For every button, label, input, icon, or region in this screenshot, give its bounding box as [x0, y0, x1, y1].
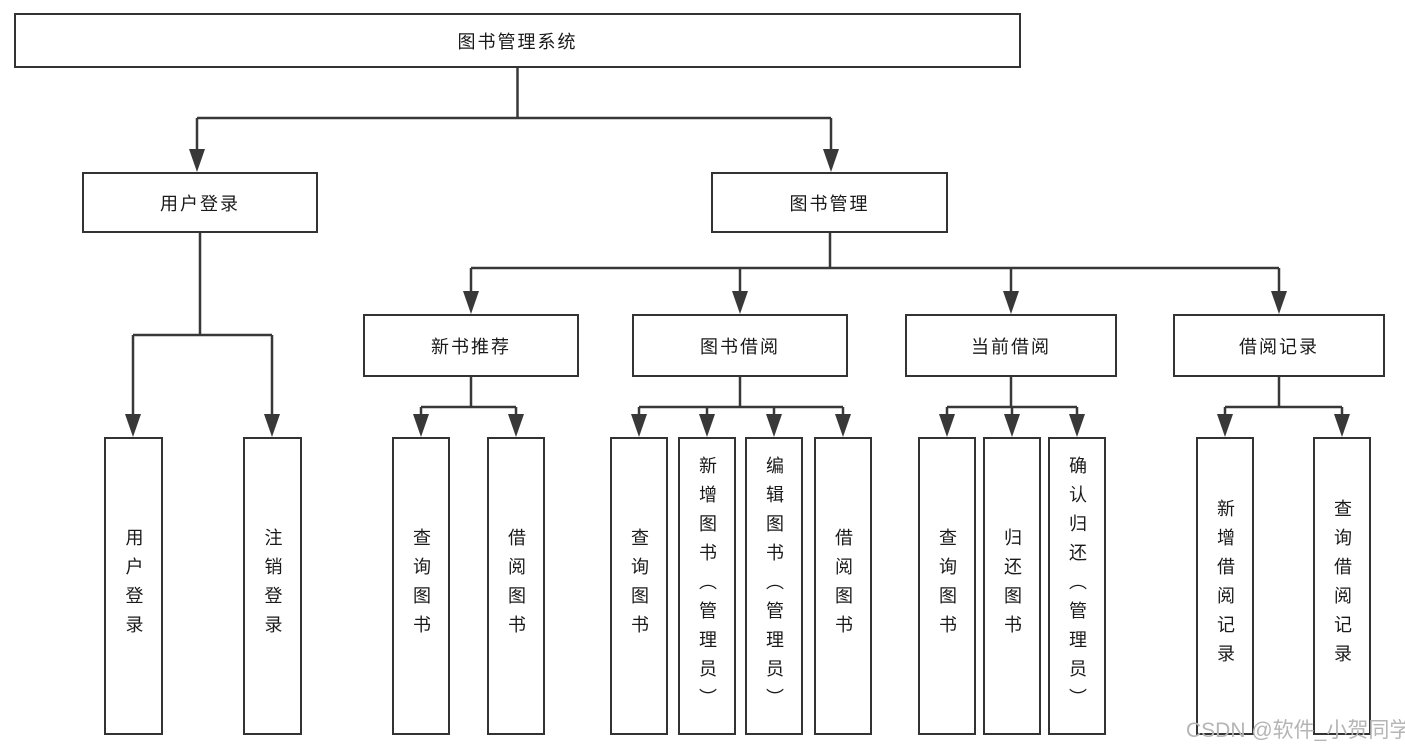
- leaf-nbr-borrow-book: 借阅图书: [487, 437, 545, 735]
- leaf-cb-return-book: 归还图书: [983, 437, 1041, 735]
- node-current-borrow: 当前借阅: [905, 314, 1117, 377]
- leaf-br-add-record-label: 新增借阅记录: [1215, 499, 1235, 673]
- node-root: 图书管理系统: [14, 13, 1021, 68]
- node-current-borrow-label: 当前借阅: [971, 336, 1051, 357]
- leaf-bb-query-book: 查询图书: [610, 437, 668, 735]
- node-user-login-label: 用户登录: [160, 193, 240, 214]
- node-book-management-label: 图书管理: [789, 193, 870, 214]
- leaf-br-query-record: 查询借阅记录: [1313, 437, 1371, 735]
- node-user-login: 用户登录: [82, 172, 318, 233]
- leaf-br-add-record: 新增借阅记录: [1196, 437, 1254, 735]
- node-book-borrow-label: 图书借阅: [700, 336, 780, 357]
- leaf-user-login-label: 用户登录: [123, 528, 144, 644]
- leaf-cb-return-book-label: 归还图书: [1002, 528, 1022, 644]
- leaf-logout: 注销登录: [243, 437, 302, 735]
- leaf-cb-confirm-return-label: 确认归还（管理员）: [1067, 455, 1087, 717]
- leaf-bb-add-book-label: 新增图书（管理员）: [697, 455, 717, 717]
- arrowheads: [125, 149, 1350, 437]
- node-new-book-recommend-label: 新书推荐: [431, 336, 511, 357]
- watermark: CSDN @软件_小贺同学: [1186, 719, 1405, 742]
- leaf-bb-borrow-book-label: 借阅图书: [833, 528, 853, 644]
- node-borrow-record: 借阅记录: [1173, 314, 1385, 377]
- leaf-nbr-query-book: 查询图书: [392, 437, 450, 735]
- leaf-logout-label: 注销登录: [262, 528, 283, 644]
- leaf-br-query-record-label: 查询借阅记录: [1332, 499, 1352, 673]
- leaf-bb-query-book-label: 查询图书: [629, 528, 649, 644]
- node-new-book-recommend: 新书推荐: [363, 314, 579, 377]
- node-root-label: 图书管理系统: [457, 31, 578, 52]
- node-book-management: 图书管理: [711, 172, 948, 233]
- leaf-bb-add-book: 新增图书（管理员）: [678, 437, 736, 735]
- leaf-nbr-query-book-label: 查询图书: [411, 528, 431, 644]
- leaf-nbr-borrow-book-label: 借阅图书: [506, 528, 526, 644]
- leaf-bb-borrow-book: 借阅图书: [814, 437, 872, 735]
- leaf-bb-edit-book: 编辑图书（管理员）: [745, 437, 803, 735]
- leaf-cb-query-book: 查询图书: [918, 437, 976, 735]
- leaf-cb-query-book-label: 查询图书: [937, 528, 957, 644]
- leaf-cb-confirm-return: 确认归还（管理员）: [1048, 437, 1106, 735]
- leaf-bb-edit-book-label: 编辑图书（管理员）: [764, 455, 784, 717]
- node-book-borrow: 图书借阅: [632, 314, 848, 377]
- leaf-user-login: 用户登录: [104, 437, 163, 735]
- node-borrow-record-label: 借阅记录: [1239, 336, 1319, 357]
